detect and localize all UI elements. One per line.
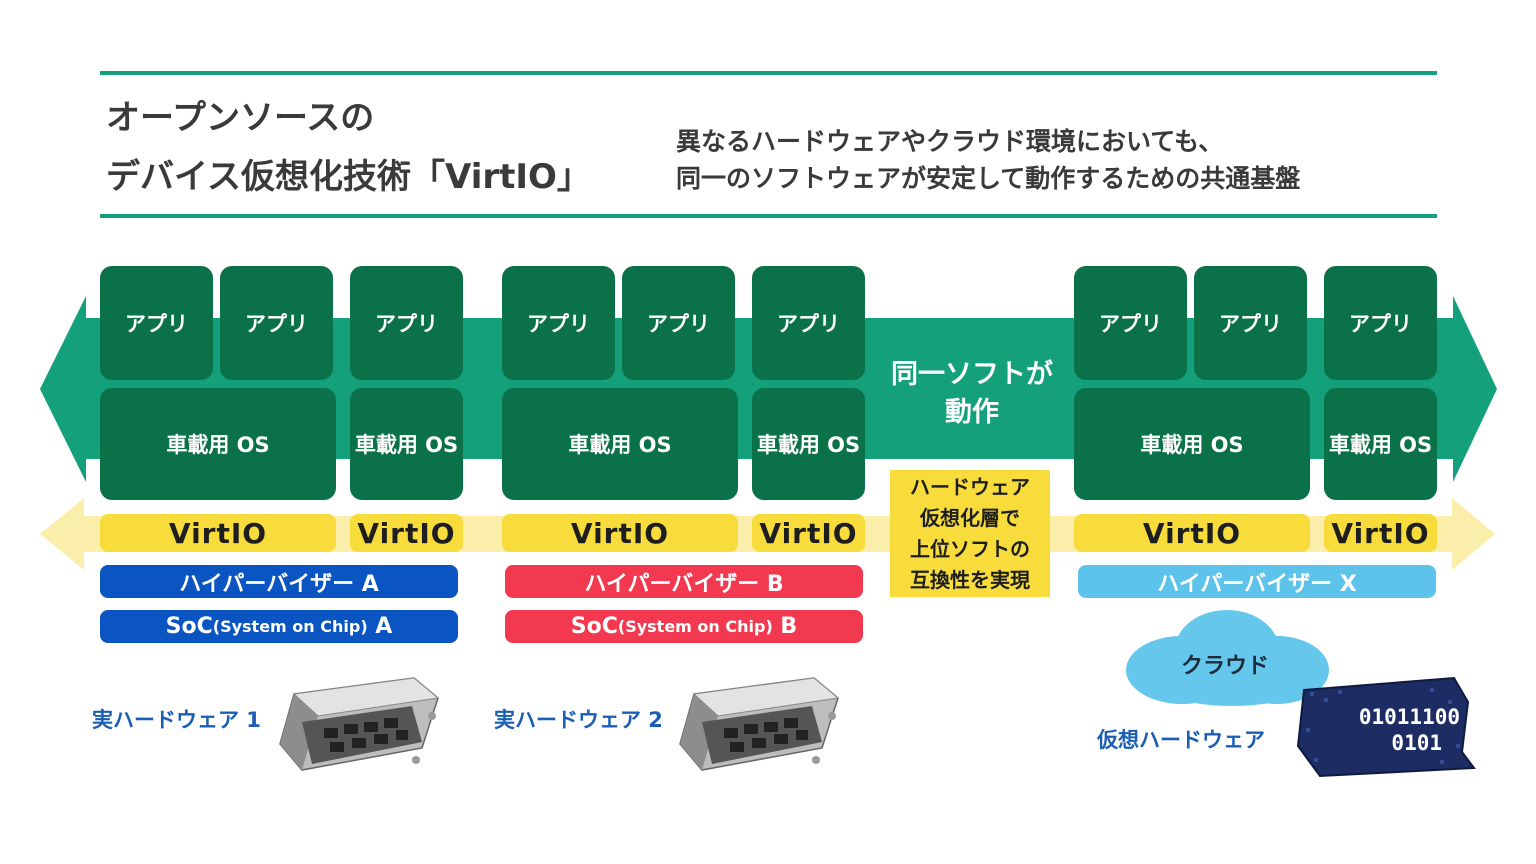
automotive-os-box: 車載用 OS xyxy=(502,388,738,500)
virtual-hardware-label: 仮想ハードウェア xyxy=(1097,728,1265,752)
note-line-3: 上位ソフトの xyxy=(910,536,1030,561)
virtio-bar: VirtIO xyxy=(350,514,463,552)
soc-b: SoC(System on Chip) B xyxy=(505,610,863,643)
soc-b-suffix: B xyxy=(772,614,798,639)
real-hardware-1-label: 実ハードウェア 1 xyxy=(92,708,261,732)
soc-a-main: SoC xyxy=(165,614,213,639)
virtualization-note: ハードウェア 仮想化層で 上位ソフトの 互換性を実現 xyxy=(890,470,1050,597)
soc-a: SoC(System on Chip) A xyxy=(100,610,458,643)
soc-a-small: (System on Chip) xyxy=(212,617,368,636)
hypervisor-x: ハイパーバイザー X xyxy=(1078,565,1436,598)
app-box: アプリ xyxy=(1074,266,1187,380)
binary-line-2: 0101 xyxy=(1391,731,1442,755)
subtitle-line-1: 異なるハードウェアやクラウド環境においても、 xyxy=(676,127,1224,156)
soc-a-suffix: A xyxy=(367,614,393,639)
note-line-1: ハードウェア xyxy=(910,474,1030,499)
same-software-line-2: 動作 xyxy=(945,397,999,428)
virtio-bar: VirtIO xyxy=(100,514,336,552)
same-software-line-1: 同一ソフトが xyxy=(891,359,1053,390)
real-hardware-2-label: 実ハードウェア 2 xyxy=(494,708,663,732)
app-box: アプリ xyxy=(1194,266,1307,380)
top-rule xyxy=(100,71,1437,75)
bottom-rule xyxy=(100,214,1437,218)
app-box: アプリ xyxy=(502,266,615,380)
soc-b-main: SoC xyxy=(570,614,618,639)
hypervisor-b: ハイパーバイザー B xyxy=(505,565,863,598)
note-line-4: 互換性を実現 xyxy=(910,567,1030,592)
automotive-os-box: 車載用 OS xyxy=(350,388,463,500)
app-box: アプリ xyxy=(1324,266,1437,380)
virtual-hardware-chip-icon xyxy=(1296,676,1476,778)
ecu-device-image xyxy=(679,677,840,771)
virtio-bar: VirtIO xyxy=(1074,514,1310,552)
virtio-bar: VirtIO xyxy=(502,514,738,552)
same-software-label: 同一ソフトが 動作 xyxy=(872,356,1072,432)
title-line-2: デバイス仮想化技術「VirtIO」 xyxy=(106,157,591,197)
app-box: アプリ xyxy=(350,266,463,380)
cloud-icon xyxy=(1126,610,1329,706)
binary-line-1: 01011100 xyxy=(1358,705,1460,729)
subtitle-line-2: 同一のソフトウェアが安定して動作するための共通基盤 xyxy=(676,164,1301,193)
automotive-os-box: 車載用 OS xyxy=(1324,388,1437,500)
app-box: アプリ xyxy=(622,266,735,380)
automotive-os-box: 車載用 OS xyxy=(1074,388,1310,500)
app-box: アプリ xyxy=(100,266,213,380)
automotive-os-box: 車載用 OS xyxy=(100,388,336,500)
automotive-os-box: 車載用 OS xyxy=(752,388,865,500)
binary-text: 01011100 0101 xyxy=(1300,704,1460,756)
app-box: アプリ xyxy=(752,266,865,380)
app-box: アプリ xyxy=(220,266,333,380)
virtio-bar: VirtIO xyxy=(752,514,865,552)
note-line-2: 仮想化層で xyxy=(920,505,1020,530)
cloud-label: クラウド xyxy=(1180,654,1269,679)
virtio-bar: VirtIO xyxy=(1324,514,1437,552)
soc-b-small: (System on Chip) xyxy=(617,617,773,636)
hypervisor-a: ハイパーバイザー A xyxy=(100,565,458,598)
title-line-1: オープンソースの xyxy=(106,98,375,138)
ecu-device-image xyxy=(279,677,440,771)
